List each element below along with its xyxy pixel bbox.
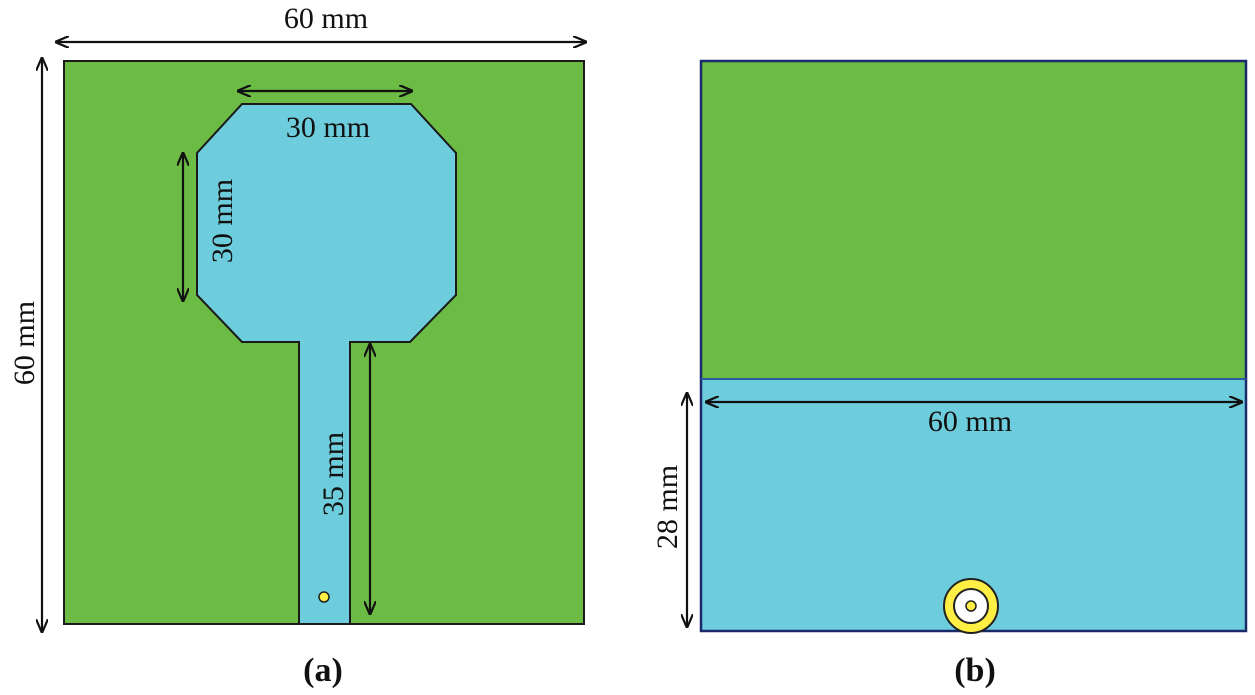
panel-a-front-view: 60 mm 60 mm 30 mm 30 mm 35 mm (a)	[8, 2, 586, 689]
panel-a-caption: (a)	[303, 652, 343, 689]
patch-top-label: 30 mm	[286, 111, 370, 144]
radiating-patch	[196, 103, 457, 625]
patch-side-label: 30 mm	[206, 179, 239, 263]
left-height-label: 60 mm	[8, 301, 41, 385]
ground-width-label: 60 mm	[928, 405, 1012, 438]
top-width-label: 60 mm	[284, 2, 368, 35]
feed-length-label: 35 mm	[317, 432, 350, 516]
ground-height-label: 28 mm	[651, 465, 684, 549]
feed-point	[318, 591, 330, 603]
substrate-back	[701, 61, 1246, 379]
panel-b-caption: (b)	[954, 652, 996, 689]
panel-b-back-view: 60 mm 28 mm (b)	[651, 59, 1248, 689]
sma-connector	[943, 578, 999, 634]
